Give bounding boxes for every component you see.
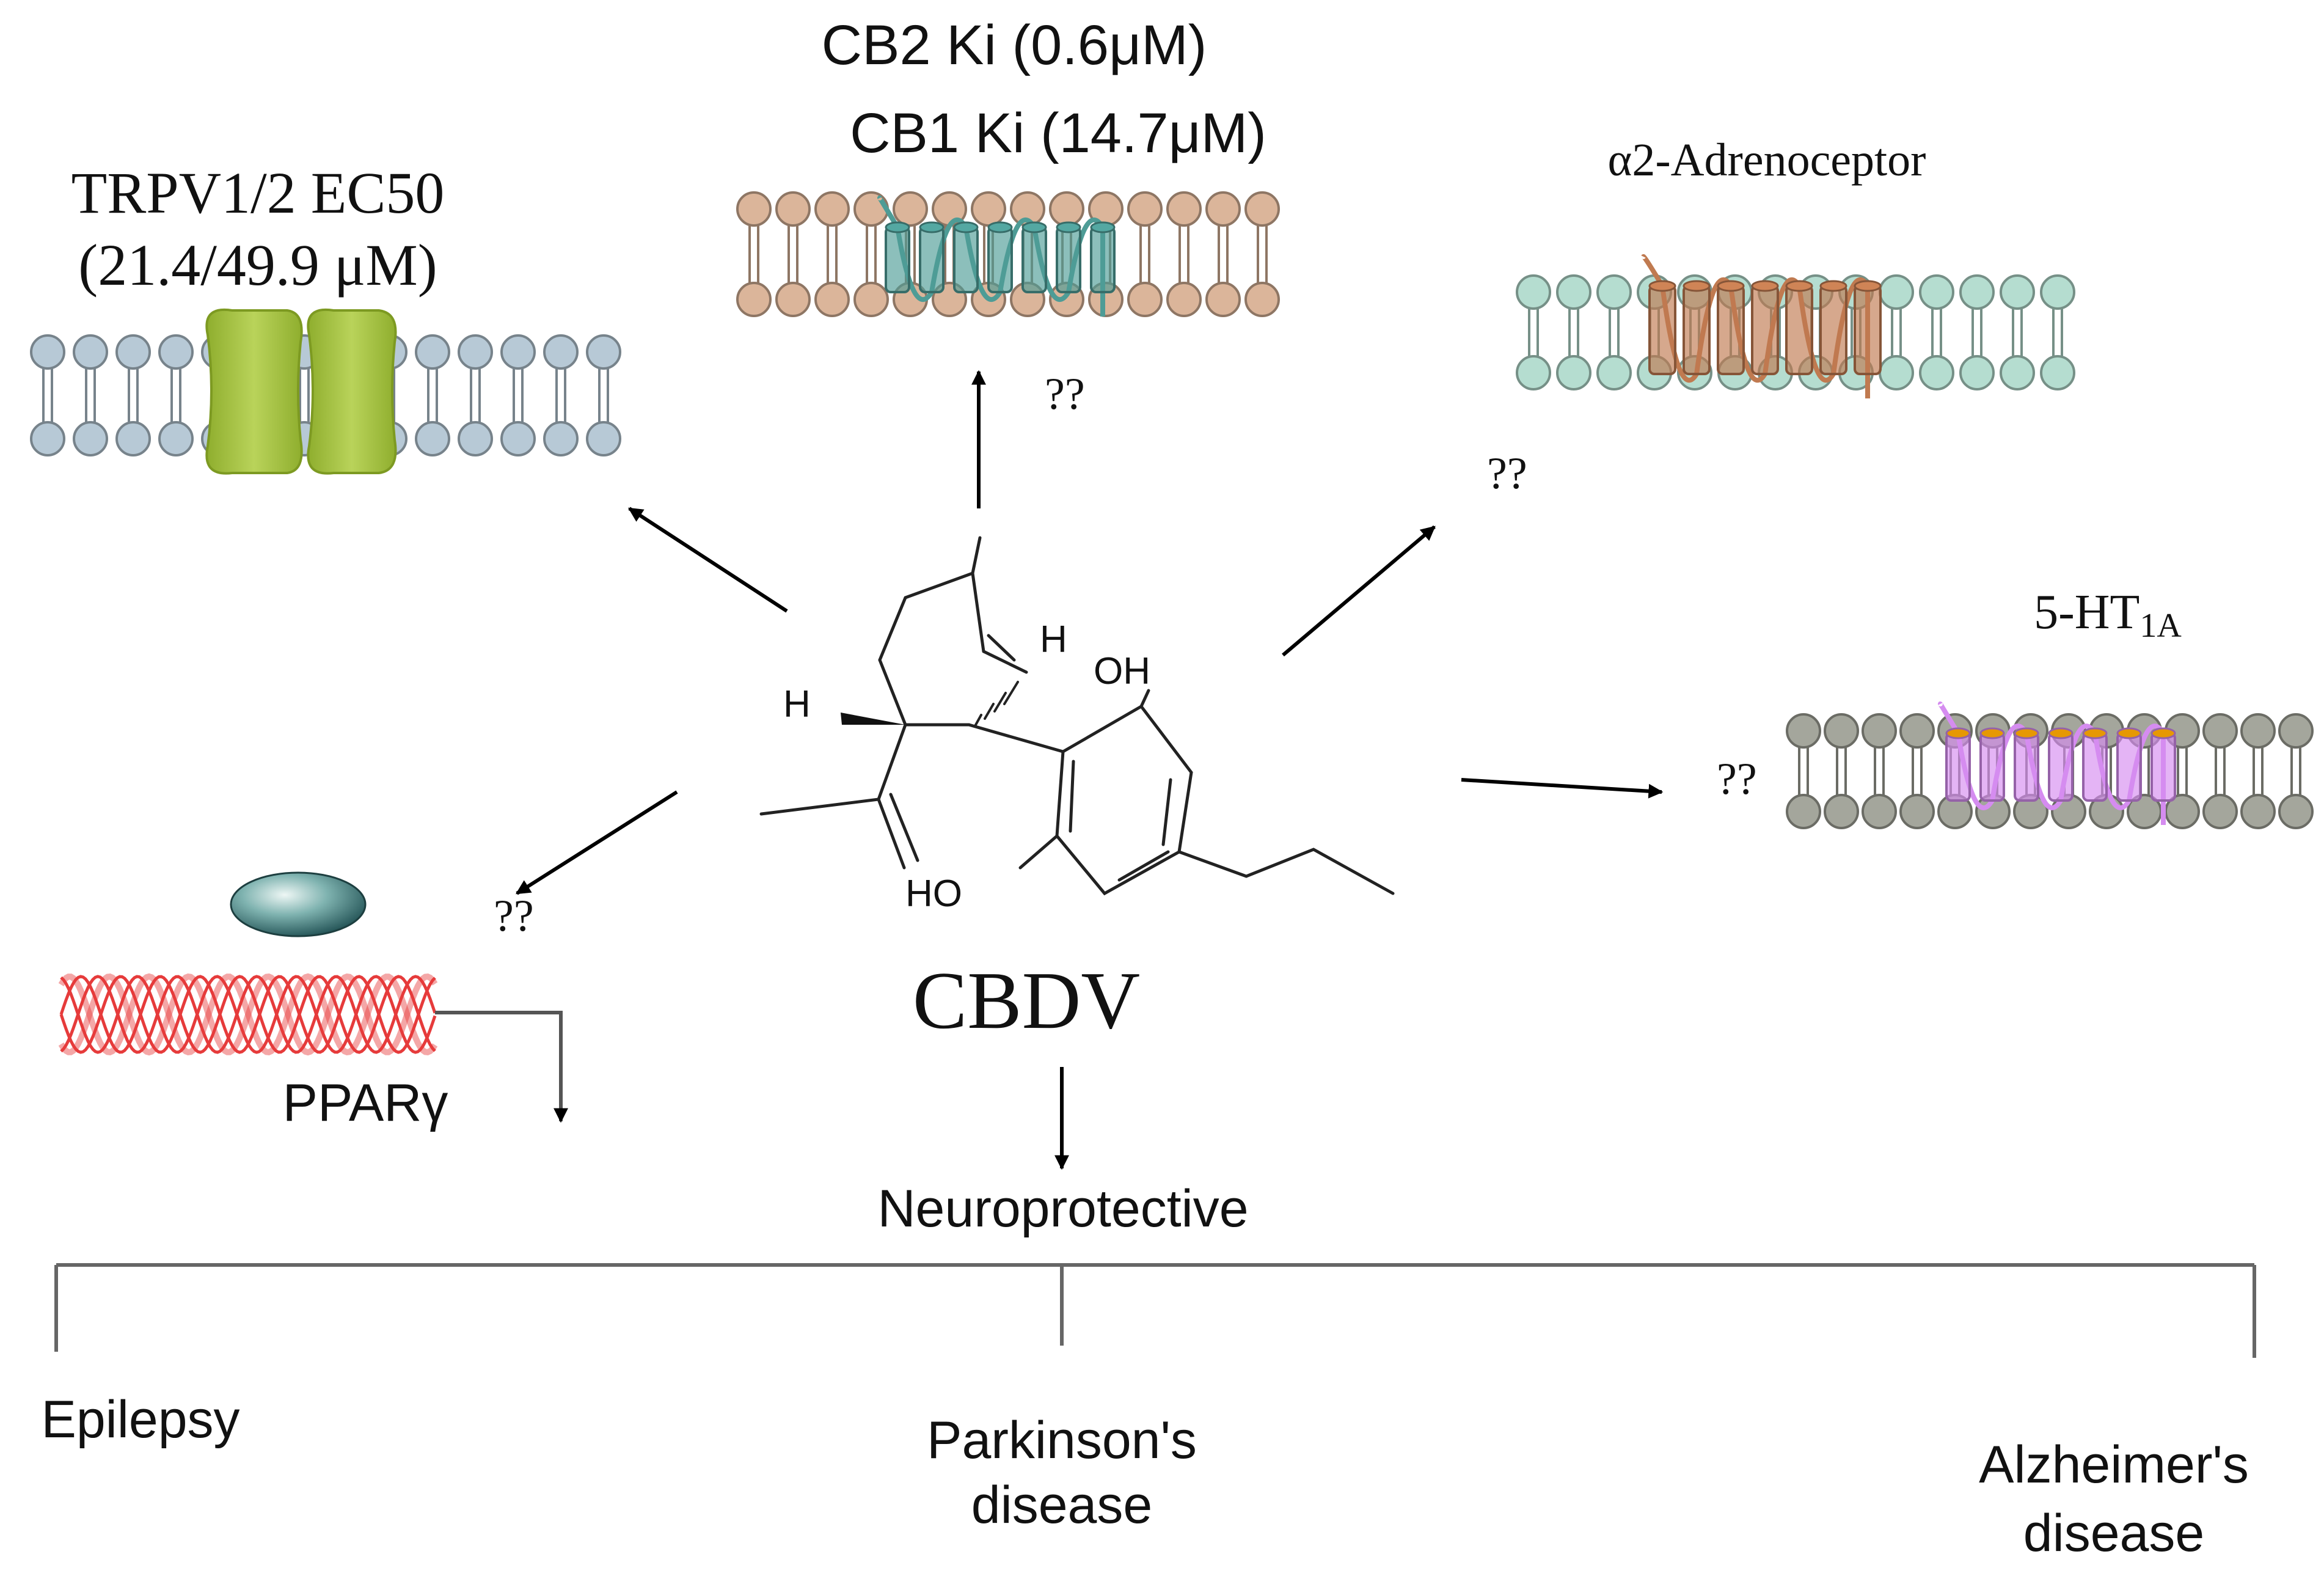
compound-name: CBDV	[912, 955, 1141, 1046]
ht1a-label: 5-HT1A	[2034, 588, 2182, 643]
ion-channel-icon	[205, 308, 397, 475]
cb1-ki-label: CB1 Ki (14.7μM)	[850, 102, 1266, 164]
ppar-complex-icon	[58, 871, 568, 1123]
ht1a-receptor-gpcr-icon	[1937, 701, 2176, 825]
cb-unknown-mark: ??	[1045, 369, 1085, 419]
ppar-unknown-mark: ??	[494, 891, 534, 941]
ht1a-label-sub: 1A	[2139, 607, 2182, 645]
alpha2-receptor-gpcr-icon	[1641, 254, 1882, 398]
disease-tree-lines	[54, 1263, 2256, 1358]
disease-alzheimers-line2: disease	[2023, 1504, 2205, 1563]
atom-h-left: H	[783, 683, 811, 725]
arrow-to-ppar-icon	[515, 790, 678, 895]
cb2-ki-label: CB2 Ki (0.6μM)	[821, 14, 1207, 76]
ht1a-unknown-mark: ??	[1717, 754, 1757, 804]
arrow-to-alpha2-icon	[1282, 525, 1436, 657]
disease-epilepsy: Epilepsy	[41, 1390, 240, 1449]
disease-alzheimers-line1: Alzheimer's	[1979, 1435, 2249, 1494]
alpha2-label: α2-Adrenoceptor	[1607, 134, 1926, 186]
cb-receptor-gpcr-icon	[877, 195, 1116, 317]
alpha2-unknown-mark: ??	[1487, 449, 1527, 499]
cbdv-molecule-icon	[759, 536, 1395, 896]
atom-oh-top: OH	[1094, 650, 1150, 692]
atom-h-right: H	[1040, 618, 1067, 661]
alpha2-membrane-icon	[1516, 254, 2075, 398]
arrow-to-trpv-icon	[627, 507, 788, 613]
transcription-arrow-icon	[435, 1011, 568, 1123]
disease-parkinsons-line2: disease	[971, 1476, 1153, 1534]
trpv-label-line1: TRPV1/2 EC50	[71, 160, 445, 225]
target-arrows	[515, 370, 1664, 1170]
atom-ho-bottom: HO	[905, 873, 962, 915]
trpv-label-line2: (21.4/49.9 μM)	[78, 232, 437, 298]
ht1a-label-main: 5-HT	[2034, 585, 2140, 639]
arrow-to-ht1a-icon	[1461, 778, 1664, 799]
disease-parkinsons-line1: Parkinson's	[927, 1411, 1197, 1470]
trpv-membrane-icon	[30, 308, 621, 475]
nuclear-receptor-icon	[230, 871, 367, 937]
cb-membrane-icon	[736, 191, 1280, 317]
outcome-label: Neuroprotective	[877, 1179, 1249, 1238]
ht1a-membrane-icon	[1786, 701, 2314, 829]
dna-helix-icon	[58, 973, 438, 1056]
ppar-label: PPARγ	[282, 1074, 448, 1132]
